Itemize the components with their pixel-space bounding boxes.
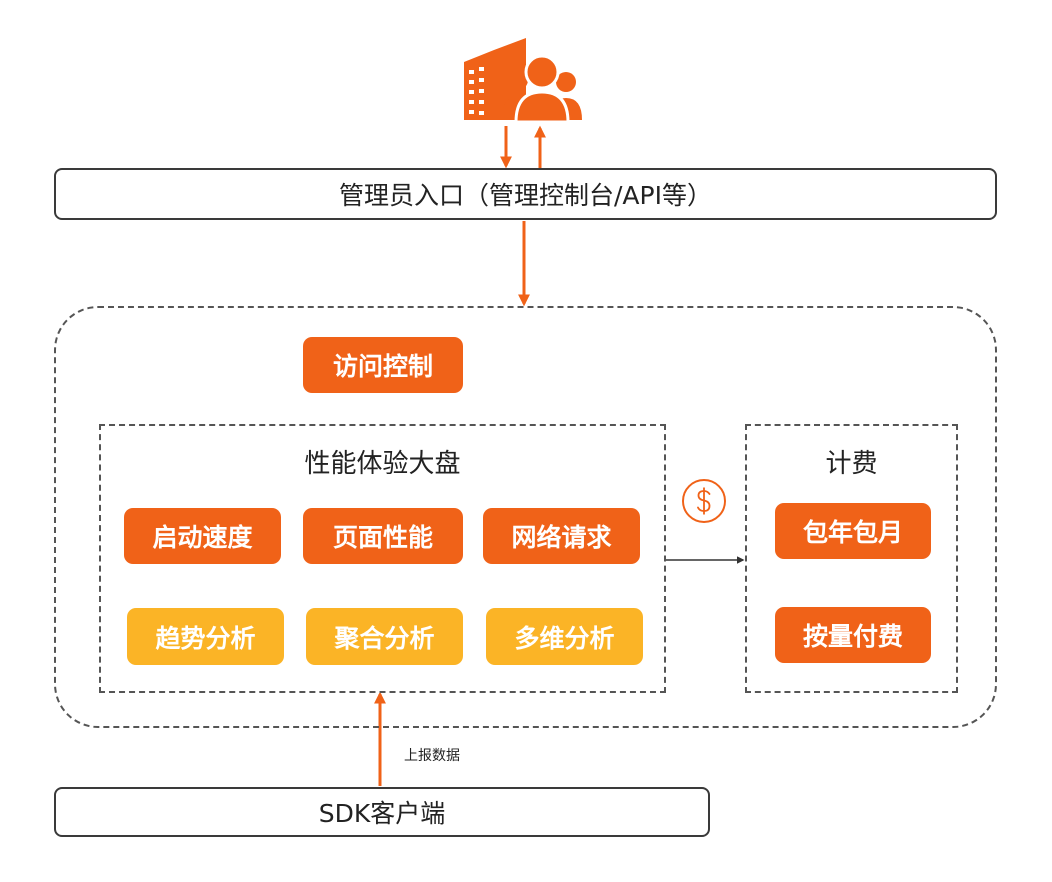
billing-annual-monthly-label: 包年包月 [802,518,903,547]
building-users-icon [460,36,594,124]
metric-page-performance-label: 页面性能 [332,523,433,552]
analysis-trend-button[interactable]: 趋势分析 [127,608,284,665]
metric-network-request-button[interactable]: 网络请求 [483,508,640,564]
billing-annual-monthly-button[interactable]: 包年包月 [775,503,931,559]
analysis-aggregate-label: 聚合分析 [334,623,435,653]
analysis-trend-label: 趋势分析 [155,623,256,653]
platform-container [54,306,997,728]
analysis-multidim-label: 多维分析 [514,623,615,653]
metric-launch-speed-label: 启动速度 [152,523,253,552]
dashboard-title: 性能体验大盘 [304,449,461,479]
upload-data-label: 上报数据 [404,748,460,764]
dashboard-panel [99,424,666,693]
analysis-aggregate-button[interactable]: 聚合分析 [306,608,463,665]
billing-title: 计费 [825,449,878,479]
metric-page-performance-button[interactable]: 页面性能 [303,508,463,564]
admin-entry-bar: 管理员入口（管理控制台/API等） [54,168,997,220]
access-control-button[interactable]: 访问控制 [303,337,463,393]
analysis-multidim-button[interactable]: 多维分析 [486,608,643,665]
admin-entry-label: 管理员入口（管理控制台/API等） [339,181,712,210]
dollar-icon [681,478,727,524]
metric-network-request-label: 网络请求 [511,523,612,552]
access-control-label: 访问控制 [332,352,433,381]
billing-pay-as-you-go-button[interactable]: 按量付费 [775,607,931,663]
metric-launch-speed-button[interactable]: 启动速度 [124,508,281,564]
billing-panel [745,424,958,693]
sdk-client-label: SDK客户端 [318,799,446,828]
billing-pay-as-you-go-label: 按量付费 [802,622,903,651]
sdk-client-bar: SDK客户端 [54,787,710,837]
